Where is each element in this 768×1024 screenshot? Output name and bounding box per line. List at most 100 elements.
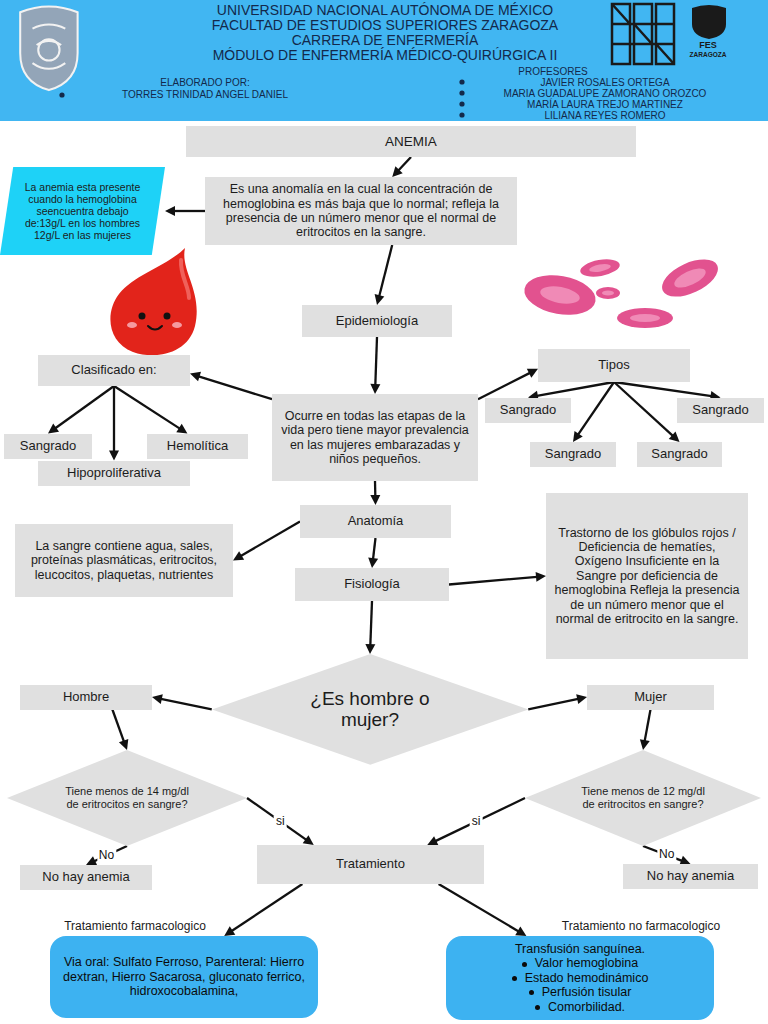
node-text: No hay anemia bbox=[42, 870, 129, 885]
node-text: Sangrado bbox=[20, 439, 76, 454]
node-text-group: La anemia esta presente cuando la hemogl… bbox=[17, 181, 148, 241]
edge-label: No bbox=[97, 849, 116, 862]
arrow-connector bbox=[478, 369, 538, 399]
arrow-head bbox=[368, 557, 378, 568]
node-text: ANEMIA bbox=[385, 134, 437, 150]
node-text-group: No hay anemia bbox=[42, 870, 129, 885]
header-band-fill bbox=[0, 0, 768, 121]
category-box: Sangrado bbox=[485, 398, 571, 423]
node-text-group: Hemolítica bbox=[167, 439, 228, 454]
node-text: Clasificado en: bbox=[71, 363, 156, 378]
teachers-heading: PROFESORES bbox=[478, 66, 628, 77]
node-text: Perfusión tisular bbox=[542, 985, 632, 999]
connector-line bbox=[94, 846, 127, 861]
connector-line bbox=[375, 337, 377, 385]
arrow-head bbox=[576, 694, 587, 704]
connector-line bbox=[379, 245, 392, 296]
arrow-head bbox=[233, 551, 244, 560]
blood-drop-illustration bbox=[85, 246, 235, 361]
result-box: Hombre bbox=[20, 685, 152, 710]
bullet-row: Perfusión tisular bbox=[512, 985, 649, 999]
arrow-connector bbox=[152, 694, 212, 709]
result-box: Mujer bbox=[587, 685, 714, 710]
node-text-group: No hay anemia bbox=[647, 869, 734, 884]
connector-line bbox=[478, 373, 530, 399]
arrow-connector bbox=[190, 372, 272, 399]
node-body: Transfusión sanguínea.Valor hemoglobinaE… bbox=[502, 938, 659, 1018]
node-text-group: Sangrado bbox=[545, 447, 601, 462]
connector-line bbox=[232, 884, 303, 931]
connector-line bbox=[174, 210, 205, 212]
arrow-head bbox=[640, 739, 650, 750]
node-text-group: Tratamiento bbox=[336, 857, 405, 872]
node-text-group: ANEMIA bbox=[385, 134, 437, 150]
teacher-name: LILIANA REYES ROMERO bbox=[470, 110, 740, 121]
node-text-group: Trastorno de los glóbulos rojos / Defici… bbox=[554, 526, 740, 627]
arrow-connector bbox=[224, 884, 302, 936]
node-text: La sangre contiene agua, sales, proteína… bbox=[23, 539, 225, 582]
connector-line bbox=[528, 699, 578, 710]
node-text-group: Es una anomalía en la cual la concentrac… bbox=[213, 182, 509, 240]
arrow-connector bbox=[247, 798, 314, 845]
node-text: Mujer bbox=[634, 690, 667, 705]
arrow-connector bbox=[112, 710, 128, 751]
author-name: TORRES TRINIDAD ANGEL DANIEL bbox=[75, 89, 335, 100]
bullet-row: Comorbilidad. bbox=[512, 1000, 649, 1014]
decision-diamond: Tiene menos de 14 mg/dl de eritrocitos e… bbox=[7, 750, 247, 846]
result-box: No hay anemia bbox=[623, 864, 758, 889]
arrow-connector bbox=[370, 337, 380, 394]
header-subtitle: MÓDULO DE ENFERMERÍA MÉDICO-QUIRÚRGICA I… bbox=[130, 48, 640, 63]
node-text: Comorbilidad. bbox=[548, 1000, 625, 1014]
arrow-connector bbox=[614, 382, 680, 442]
node-text: Sangrado bbox=[500, 403, 556, 418]
node-heading: Tratamiento farmacologico bbox=[60, 920, 210, 933]
fes-logo bbox=[612, 4, 674, 64]
arrow-head bbox=[176, 424, 187, 434]
connector-line bbox=[370, 601, 372, 645]
node-text-group: Sangrado bbox=[500, 403, 556, 418]
node-text: Sangrado bbox=[692, 403, 748, 418]
node-text: Anatomía bbox=[348, 514, 404, 529]
connector-line bbox=[398, 157, 411, 170]
arrow-connector bbox=[165, 206, 205, 216]
arrow-head bbox=[119, 739, 128, 750]
arrow-head bbox=[109, 451, 119, 461]
author-heading: ELABORADO POR: bbox=[120, 77, 290, 88]
connector-line bbox=[645, 710, 651, 742]
arrow-connector bbox=[233, 522, 300, 561]
arrow-head bbox=[152, 694, 163, 704]
connector-line bbox=[114, 386, 180, 429]
arrow-head bbox=[573, 431, 583, 442]
category-box: Sangrado bbox=[4, 434, 92, 459]
arrow-head bbox=[86, 856, 97, 865]
result-box: No hay anemia bbox=[20, 865, 152, 890]
node-text-group: Hombre bbox=[63, 690, 109, 705]
node-text: Via oral: Sulfato Ferroso, Parenteral: H… bbox=[60, 955, 308, 998]
arrow-head bbox=[224, 926, 235, 936]
node-text: Valor hemoglobina bbox=[535, 956, 638, 970]
node-text: Sangrado bbox=[651, 447, 707, 462]
arrow-head bbox=[365, 644, 375, 654]
node-text: Hipoproliferativa bbox=[67, 466, 161, 481]
arrow-connector bbox=[427, 798, 525, 845]
connector-line bbox=[449, 577, 537, 585]
node-text: Tiene menos de 12 mg/dl de eritrocitos e… bbox=[581, 785, 705, 810]
connector-line bbox=[112, 710, 124, 742]
arrow-connector bbox=[439, 884, 527, 936]
header-subtitle: FACULTAD DE ESTUDIOS SUPERIORES ZARAGOZA bbox=[130, 18, 640, 33]
bullet-dot bbox=[512, 976, 517, 981]
connector-line bbox=[643, 846, 682, 861]
diamond-outline bbox=[525, 750, 761, 846]
bullet-dot bbox=[459, 101, 464, 106]
connector-line bbox=[241, 522, 300, 556]
parallelogram-outline bbox=[0, 167, 165, 255]
node-text: Hemolítica bbox=[167, 439, 228, 454]
connector-line bbox=[373, 538, 375, 559]
connector-line bbox=[578, 382, 614, 435]
arrow-connector bbox=[640, 710, 651, 751]
edge-label: si bbox=[470, 815, 483, 828]
unam-crest bbox=[20, 6, 77, 90]
section-box: Fisiología bbox=[295, 568, 449, 601]
diamond-outline bbox=[212, 654, 528, 765]
